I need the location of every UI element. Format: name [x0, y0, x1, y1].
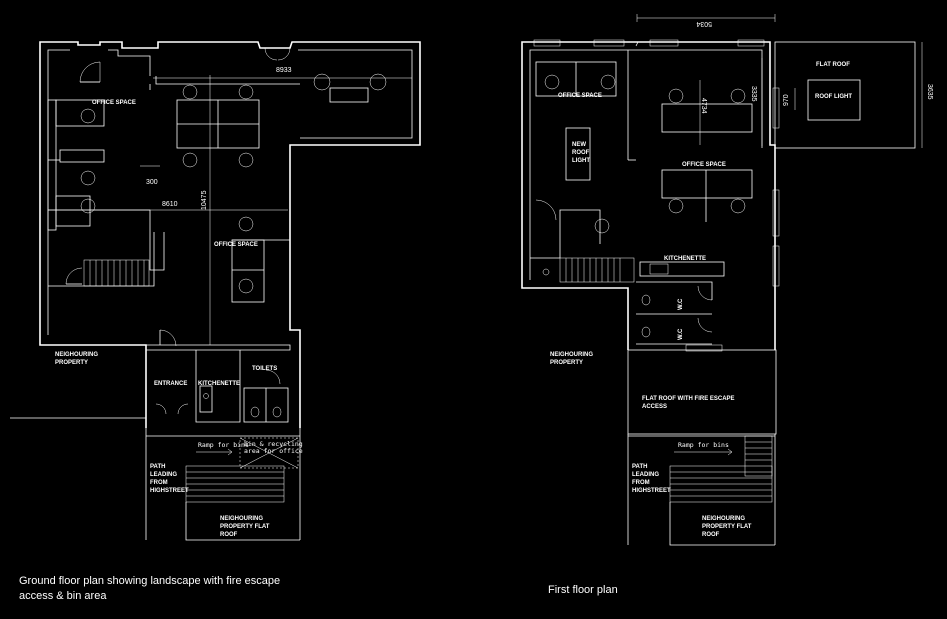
first-path-label-1: PATH [632, 464, 647, 470]
dim-4734: 4734 [700, 98, 707, 114]
ground-kitchenette-label: KITCHENETTE [198, 381, 240, 387]
first-chairs [544, 74, 746, 234]
ground-bin-label-1: bin & recycling [244, 440, 303, 448]
dim-970: 970 [783, 94, 790, 106]
ground-path-label-2: LEADING [150, 472, 177, 478]
flat-roof-fire-label-2: ACCESS [642, 404, 667, 410]
ground-exterior-wall [39, 41, 421, 428]
first-path-label-4: HIGHSTREET [632, 488, 671, 494]
ground-neighbouring-label-2: PROPERTY [55, 360, 88, 366]
first-neighbour-roof-label-1: NEIGHOURING [702, 516, 745, 522]
dim-10475: 10475 [201, 190, 208, 210]
first-neighbouring-label-2: PROPERTY [550, 360, 583, 366]
first-neighbour-roof-label-3: ROOF [702, 532, 720, 538]
first-ramp-label: Ramp for bins [678, 441, 729, 449]
ground-office-space-label: OFFICE SPACE [92, 100, 136, 106]
ground-office-space-label-2: OFFICE SPACE [214, 242, 258, 248]
ground-neighbour-roof-label-1: NEIGHOURING [220, 516, 263, 522]
ground-path-label-3: FROM [150, 480, 168, 486]
ground-floor-plan: OFFICE SPACE OFFICE SPACE NEIGHOURING PR… [10, 41, 421, 541]
new-roof-light-label-3: LIGHT [572, 158, 590, 164]
dim-3335: 3335 [750, 86, 757, 102]
ground-floor-caption: Ground floor plan showing landscape with… [19, 575, 281, 602]
roof-light-label: ROOF LIGHT [815, 94, 852, 100]
ground-path-label-1: PATH [150, 464, 165, 470]
ground-toilets-label: TOILETS [252, 366, 277, 372]
first-floor-caption: First floor plan [548, 584, 618, 596]
ground-bin-label-2: area for office [244, 447, 303, 455]
first-office-space-label: OFFICE SPACE [558, 93, 602, 99]
ground-entrance-label: ENTRANCE [154, 381, 187, 387]
first-path-label-3: FROM [632, 480, 650, 486]
ground-neighbouring-label: NEIGHOURING [55, 352, 98, 358]
ground-neighbour-roof-label-2: PROPERTY FLAT [220, 524, 270, 530]
ground-ramp-label: Ramp for bins [198, 441, 249, 449]
new-roof-light-label-1: NEW [572, 142, 586, 148]
dim-5034: 5034 [696, 20, 712, 27]
wc-label-2: W.C [678, 328, 684, 340]
first-office-space-label-2: OFFICE SPACE [682, 162, 726, 168]
ground-chairs [80, 73, 387, 294]
first-exterior-wall [521, 41, 776, 350]
ground-neighbour-roof-label-3: ROOF [220, 532, 238, 538]
wc-label-1: W.C [678, 298, 684, 310]
ground-path-label-4: HIGHSTREET [150, 488, 189, 494]
first-kitchenette-label: KITCHENETTE [664, 256, 706, 262]
flat-roof-fire-label-1: FLAT ROOF WITH FIRE ESCAPE [642, 396, 735, 402]
first-floor-plan: OFFICE SPACE OFFICE SPACE NEW ROOF LIGHT… [521, 14, 933, 546]
dim-8933: 8933 [276, 67, 292, 74]
first-neighbouring-label: NEIGHOURING [550, 352, 593, 358]
flat-roof-label: FLAT ROOF [816, 62, 850, 68]
first-path-label-2: LEADING [632, 472, 659, 478]
dim-300: 300 [146, 179, 158, 186]
first-neighbour-roof-label-2: PROPERTY FLAT [702, 524, 752, 530]
dim-8610: 8610 [162, 201, 178, 208]
new-roof-light-label-2: ROOF [572, 150, 590, 156]
dim-3635: 3635 [926, 84, 933, 100]
